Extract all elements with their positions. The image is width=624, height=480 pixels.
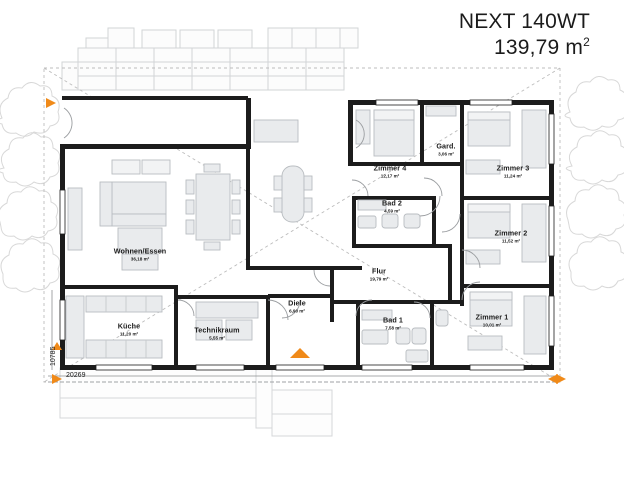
entrance-direction-arrow: [290, 348, 310, 358]
model-name: NEXT 140WT: [458, 10, 590, 33]
entrance-door: [275, 364, 325, 371]
total-area: 139,79 m2: [493, 34, 590, 59]
arrow-far-right: [556, 374, 566, 384]
north-arrow-left: [46, 98, 56, 108]
dimension-height-label: 10785: [50, 346, 57, 366]
furniture-bedrooms: [355, 105, 547, 355]
windows: [59, 99, 555, 371]
dimension-width-label: 20269: [66, 372, 86, 379]
furniture-technikraum: [195, 301, 259, 341]
interior-walls: [62, 104, 552, 367]
title-block: NEXT 140WT 139,79 m2: [459, 10, 590, 61]
furniture-kitchen: [65, 295, 163, 359]
pergola-structure: [61, 27, 359, 91]
orientation-markers: [46, 98, 566, 384]
furniture-media-units: [111, 159, 171, 175]
arrow-right-bottom: [548, 374, 558, 384]
furniture-bathrooms: [357, 199, 449, 363]
glass-facade-north: [62, 96, 248, 100]
door-swings: [63, 107, 481, 321]
vegetation-trees: [0, 76, 624, 293]
arrow-left-vertical: [52, 342, 62, 350]
arrow-left-bottom: [52, 374, 62, 384]
furniture-living-dining: [67, 119, 313, 271]
terrace-slab: [59, 367, 333, 437]
dimension-lines: [48, 290, 556, 377]
